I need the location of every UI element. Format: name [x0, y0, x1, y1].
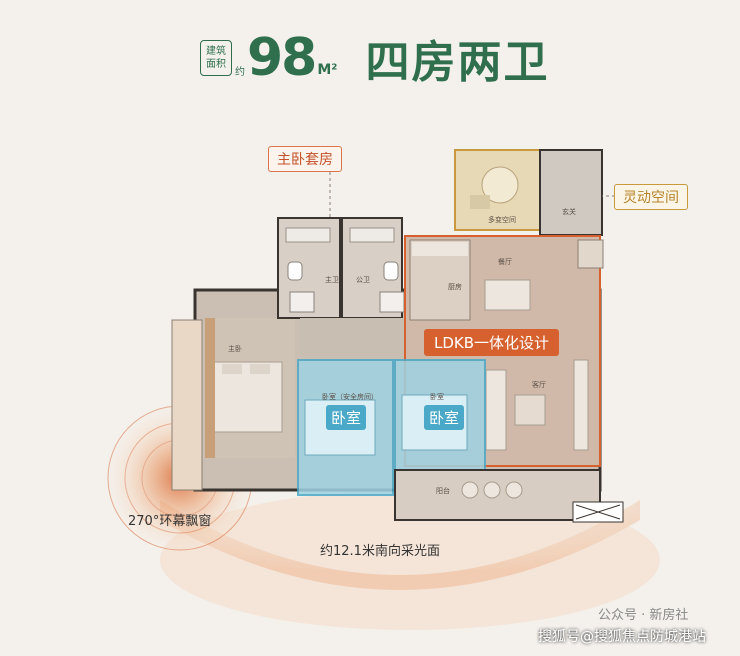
tag-bedroom-b: 卧室: [424, 405, 465, 430]
watermark-line1: 公众号 · 新房社: [598, 608, 689, 623]
tag-master-suite: 主卧套房: [268, 146, 342, 172]
area-approx: 约: [235, 67, 245, 78]
master-bedroom-floor: [205, 318, 215, 458]
area-value: 98: [247, 28, 317, 88]
room-label-public-bath: 公卫: [356, 276, 370, 284]
room-label-living: 客厅: [532, 381, 546, 389]
dining-table: [484, 279, 531, 311]
south-light-band: [160, 490, 660, 630]
coffee-table: [514, 394, 546, 426]
bay-window-strip: [171, 319, 203, 491]
room-label-kitchen: 厨房: [448, 283, 462, 291]
area-label-line1: 建筑: [206, 46, 226, 57]
room-label-entrance: 玄关: [562, 208, 576, 216]
tv-cabinet: [573, 359, 589, 451]
room-label-multi-space: 多变空间: [488, 216, 516, 224]
area-unit: M²: [317, 62, 338, 78]
layout-title: 四房两卫: [365, 37, 550, 88]
room-label-master-bedroom: 主卧: [228, 345, 242, 353]
caption-south-light: 约12.1米南向采光面: [320, 544, 440, 559]
room-label-master-bath: 主卫: [325, 276, 339, 284]
corridor: [300, 318, 405, 358]
room-label-dining: 餐厅: [498, 258, 512, 266]
caption-bay-window: 270°环幕飘窗: [128, 514, 212, 529]
tag-bedroom-a: 卧室: [326, 405, 367, 430]
area-label: 建筑 面积: [200, 40, 232, 76]
room-label-bedroom-safe: 卧室（安全房间）: [322, 393, 378, 401]
entrance: [539, 149, 603, 236]
header: 建筑 面积 约 98 M² 四房两卫: [200, 28, 549, 88]
watermark-line2: 搜狐号@搜狐焦点防城港站: [538, 629, 706, 645]
room-label-balcony: 阳台: [436, 487, 450, 495]
south-light-arc: [160, 500, 640, 590]
sofa: [485, 369, 507, 451]
room-label-bedroom: 卧室: [430, 393, 444, 401]
tag-ldkb: LDKB一体化设计: [424, 329, 560, 356]
tag-flexible-space: 灵动空间: [614, 184, 688, 210]
area-label-line2: 面积: [206, 59, 226, 70]
